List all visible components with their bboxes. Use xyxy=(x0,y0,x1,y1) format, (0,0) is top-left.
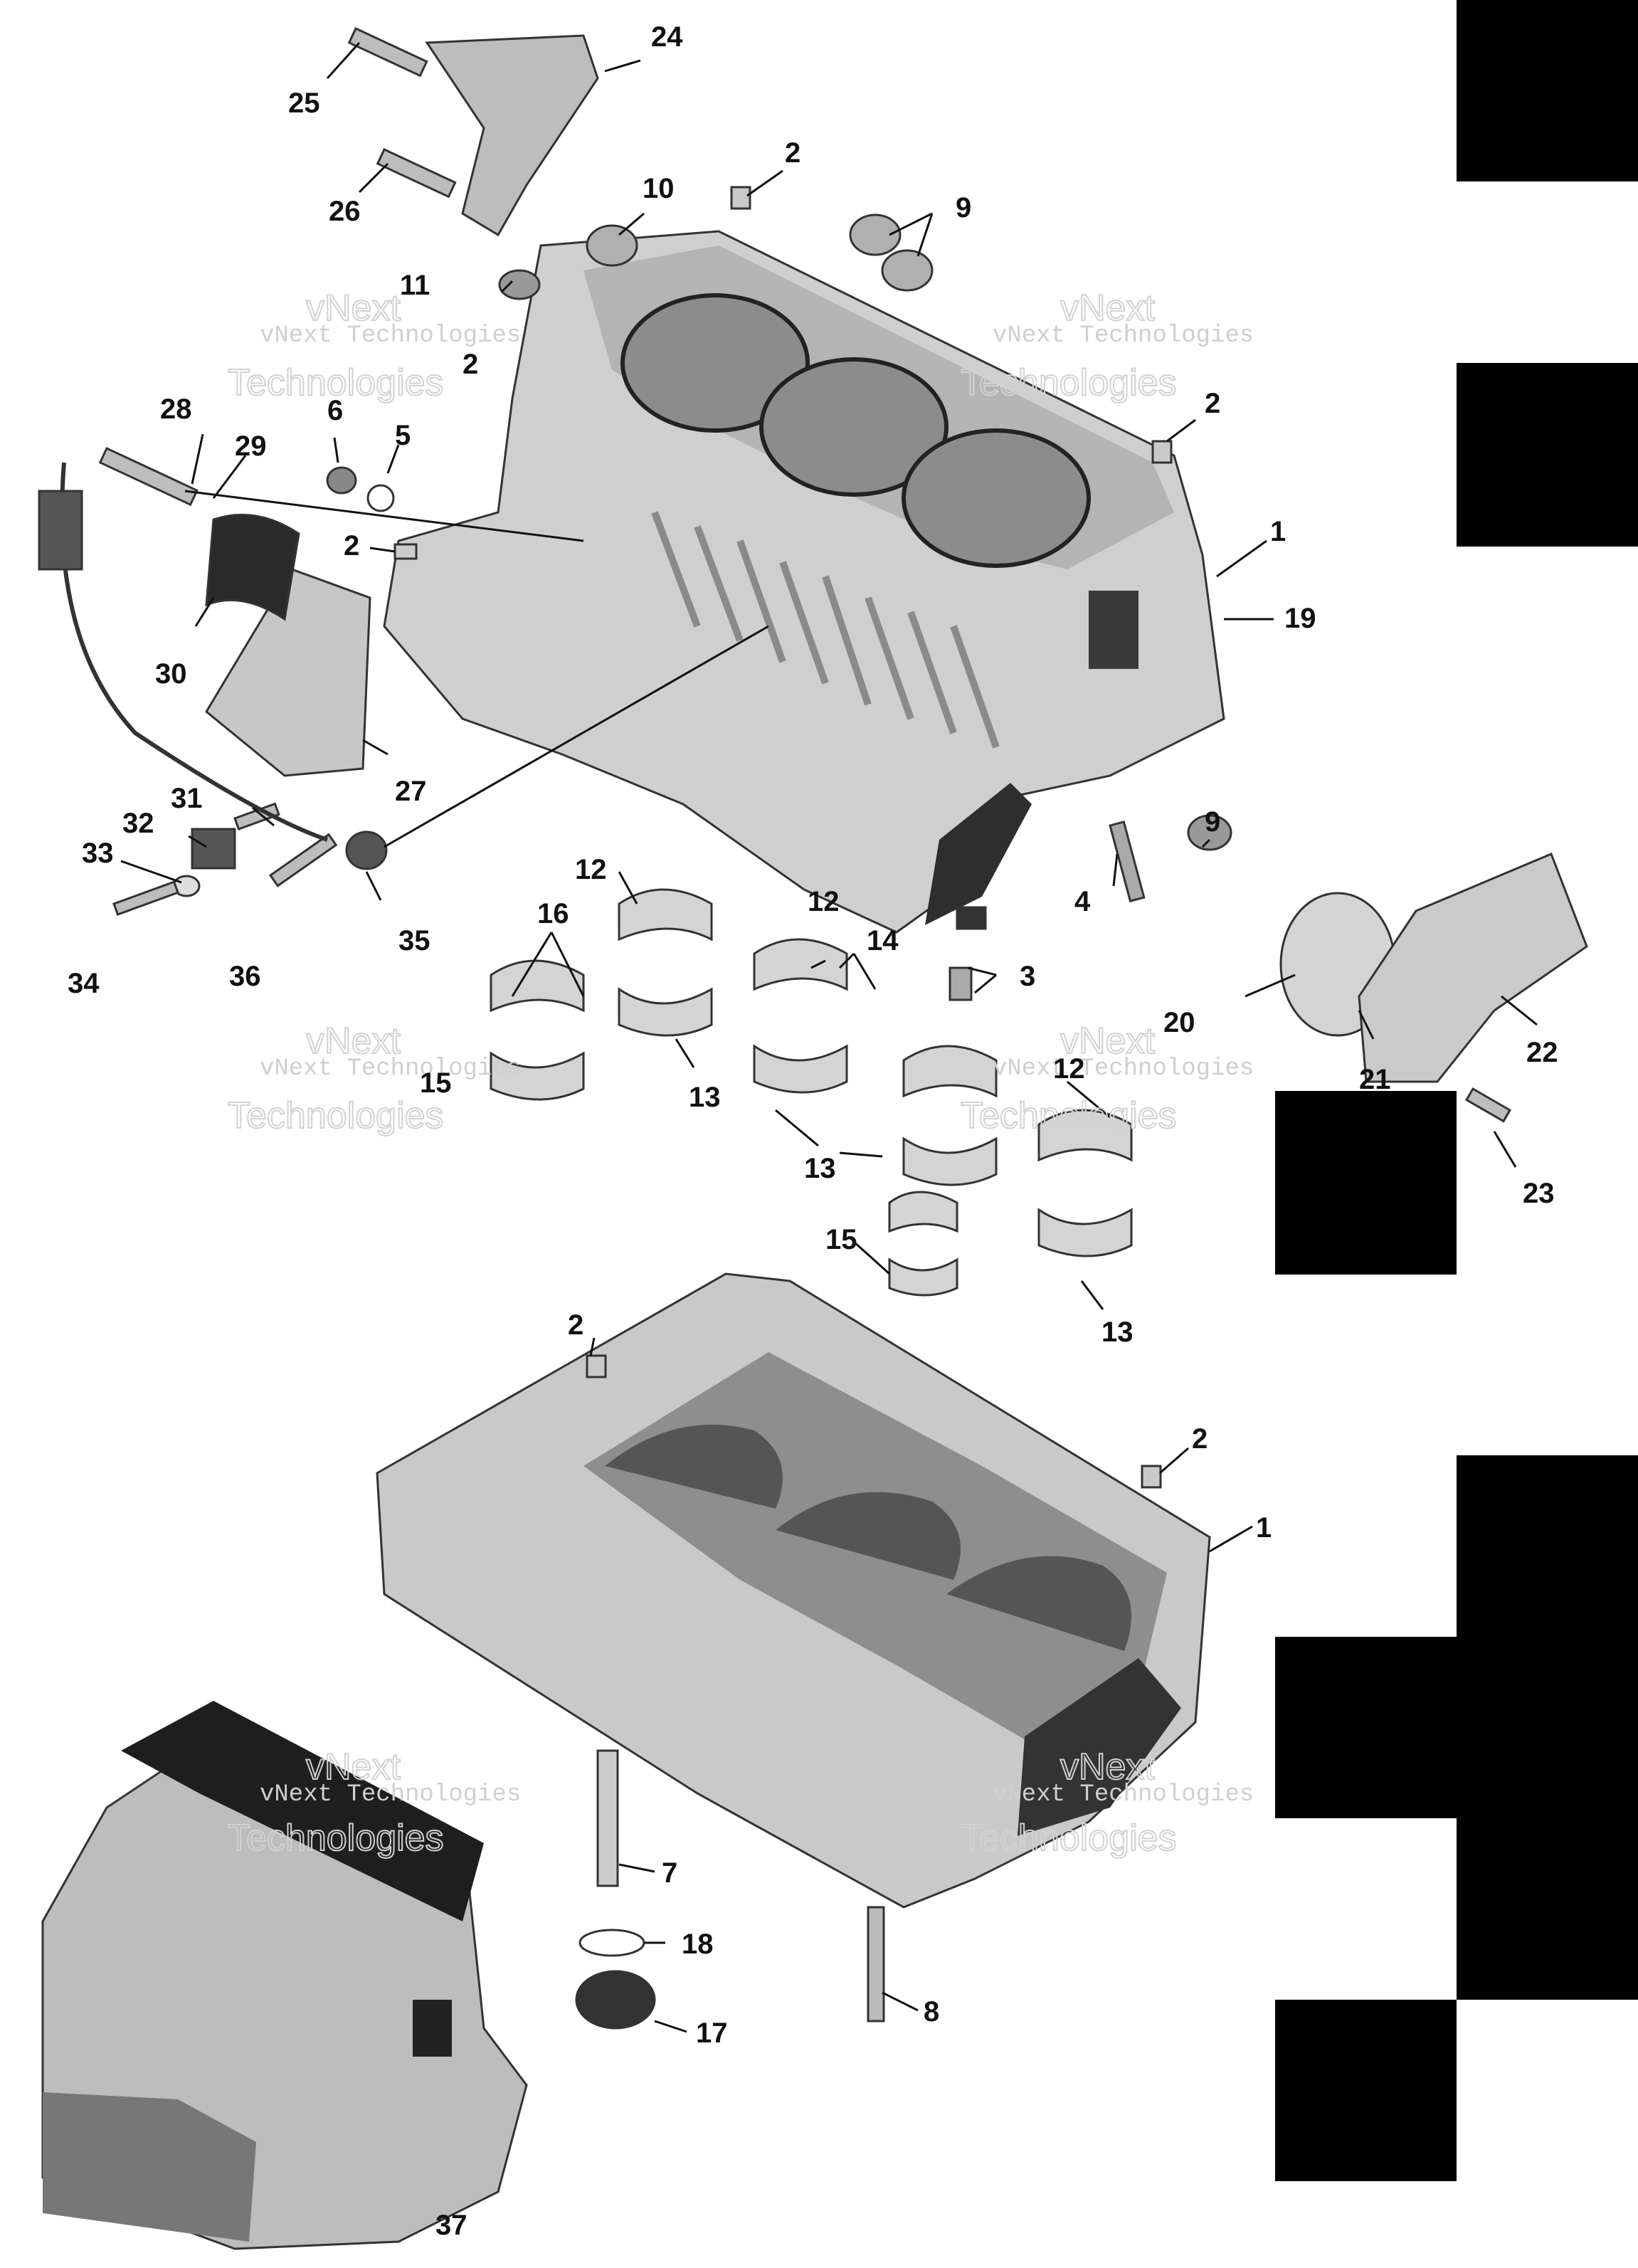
lower-crankcase xyxy=(376,1272,1211,1909)
callout-15: 15 xyxy=(825,1224,857,1255)
watermark-line: vNext xyxy=(1060,288,1155,329)
mask-block xyxy=(1457,1455,1638,2000)
watermark-line: vNext xyxy=(306,1020,401,1062)
callout-11: 11 xyxy=(400,270,430,301)
mask-block xyxy=(1275,1637,1457,1818)
callout-22: 22 xyxy=(1526,1037,1558,1068)
callout-17: 17 xyxy=(696,2018,728,2049)
callout-28: 28 xyxy=(160,394,192,425)
callout-13: 13 xyxy=(1101,1317,1134,1348)
callout-2: 2 xyxy=(1205,388,1220,419)
watermark-line: Technologies xyxy=(961,362,1177,404)
watermark-line: vNext Technologies xyxy=(260,322,521,349)
cylinder-bore xyxy=(620,293,810,433)
callout-13: 13 xyxy=(689,1082,721,1113)
callout-13: 13 xyxy=(804,1153,836,1184)
callout-24: 24 xyxy=(651,21,683,53)
callout-12: 12 xyxy=(808,886,840,917)
callout-37: 37 xyxy=(435,2210,467,2241)
callout-7: 7 xyxy=(662,1857,677,1889)
callout-32: 32 xyxy=(122,808,154,839)
leader-lines xyxy=(120,41,1538,2033)
callout-23: 23 xyxy=(1523,1178,1555,1209)
watermark-line: Technologies xyxy=(228,362,444,404)
redaction-blocks xyxy=(1275,0,1638,2181)
callout-18: 18 xyxy=(682,1929,714,1960)
watermark-line: Technologies xyxy=(961,1095,1177,1136)
callout-1: 1 xyxy=(1256,1512,1272,1544)
callout-4: 4 xyxy=(1074,886,1091,917)
callout-labels: 1 1 2 2 2 2 2 2 3 4 5 6 7 8 9 9 10 11 12… xyxy=(68,21,1558,2241)
callout-13: 13 xyxy=(1101,1317,1134,1348)
callout-14: 14 xyxy=(867,925,899,956)
callout-1: 1 xyxy=(1270,516,1286,547)
upper-crankcase xyxy=(383,230,1225,934)
bearing-shells xyxy=(490,888,1133,1297)
watermark-line: vNext xyxy=(1060,1746,1155,1788)
callout-16: 16 xyxy=(537,898,569,929)
callout-2: 2 xyxy=(344,530,359,561)
callout-15: 15 xyxy=(420,1067,452,1099)
callout-33: 33 xyxy=(82,838,114,869)
callout-5: 5 xyxy=(395,420,411,451)
callout-6: 6 xyxy=(327,395,343,426)
callout-3: 3 xyxy=(1020,961,1035,992)
watermark-line: vNext xyxy=(306,288,401,329)
complete-engine-assembly xyxy=(41,1701,528,2250)
cylinder-bore xyxy=(902,428,1091,568)
watermark-line: vNext Technologies xyxy=(993,1055,1254,1082)
watermark-line: vNext Technologies xyxy=(993,322,1254,349)
mask-block xyxy=(1457,0,1638,181)
watermark-line: vNext xyxy=(1060,1020,1155,1062)
watermark-line: vNext Technologies xyxy=(993,1781,1254,1808)
callout-12: 12 xyxy=(575,854,607,885)
callout-26: 26 xyxy=(329,196,361,227)
callout-9: 9 xyxy=(956,192,971,223)
callout-12: 12 xyxy=(1053,1053,1085,1085)
small-parts xyxy=(38,27,1588,2030)
callout-36: 36 xyxy=(229,961,261,992)
callout-35: 35 xyxy=(398,925,430,956)
callout-2: 2 xyxy=(568,1309,583,1341)
watermark-line: Technologies xyxy=(961,1818,1177,1859)
callout-27: 27 xyxy=(395,776,427,807)
callout-20: 20 xyxy=(1163,1007,1195,1038)
mask-block xyxy=(1457,363,1638,547)
callout-31: 31 xyxy=(171,783,203,814)
callout-19: 19 xyxy=(1284,603,1316,634)
cylinder-bore xyxy=(759,357,949,497)
callout-34: 34 xyxy=(68,968,100,999)
callout-25: 25 xyxy=(288,88,320,119)
callout-30: 30 xyxy=(155,658,187,690)
watermark-line: Technologies xyxy=(228,1095,444,1136)
callout-2: 2 xyxy=(1192,1423,1208,1455)
callout-9: 9 xyxy=(1205,806,1220,838)
watermarks: vNext Technologies vNext Technologies vN… xyxy=(227,287,1254,1860)
callout-8: 8 xyxy=(924,1996,939,2027)
mask-block xyxy=(1275,1091,1457,1275)
inspection-window xyxy=(1089,591,1138,669)
callout-2: 2 xyxy=(785,137,800,169)
callout-29: 29 xyxy=(235,431,267,462)
watermark-line: vNext xyxy=(306,1746,401,1788)
watermark-line: Technologies xyxy=(228,1818,444,1859)
mask-block xyxy=(1275,2000,1457,2181)
callout-10: 10 xyxy=(643,173,675,204)
callout-21: 21 xyxy=(1359,1064,1391,1095)
callout-2: 2 xyxy=(463,349,478,380)
watermark-line: vNext Technologies xyxy=(260,1055,521,1082)
watermark-line: vNext Technologies xyxy=(260,1781,521,1808)
